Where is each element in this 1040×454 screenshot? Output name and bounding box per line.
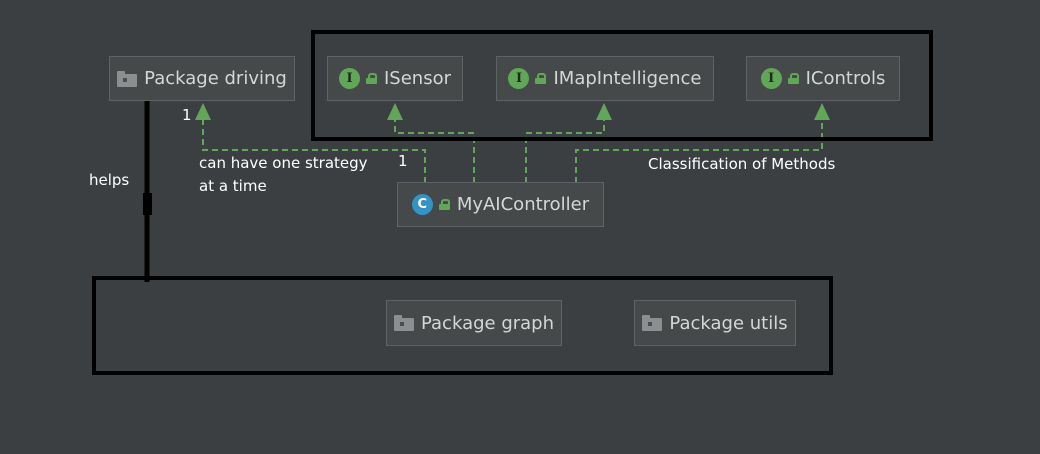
- package-graph-node[interactable]: Package graph: [386, 300, 562, 346]
- package-driving-label: Package driving: [144, 68, 287, 89]
- dependency-isensor: [394, 120, 475, 183]
- myaicontroller-label: MyAIController: [456, 194, 590, 215]
- interface-icon: I: [338, 68, 360, 89]
- package-driving-node[interactable]: Package driving: [109, 56, 295, 101]
- arrowhead-imapintelligence: [596, 103, 612, 120]
- arrowhead-driving: [195, 103, 211, 120]
- lock-icon: [535, 73, 547, 84]
- isensor-node[interactable]: I ISensor: [327, 56, 463, 101]
- interface-icon: I: [760, 68, 782, 89]
- folder-icon: [642, 315, 663, 331]
- imapintelligence-node[interactable]: I IMapIntelligence: [496, 56, 714, 101]
- folder-icon: [393, 315, 414, 331]
- arrowhead-icontrols: [814, 103, 830, 120]
- lock-icon: [438, 199, 450, 210]
- interfaces-group-frame: [311, 30, 933, 141]
- helps-label: helps: [89, 171, 130, 189]
- imapintelligence-label: IMapIntelligence: [553, 68, 702, 89]
- packages-group-frame: [92, 276, 833, 375]
- icontrols-node[interactable]: I IControls: [746, 56, 900, 101]
- class-icon: C: [411, 194, 433, 215]
- helps-line-joint: [143, 193, 152, 215]
- icontrols-label: IControls: [805, 68, 886, 89]
- multiplicity-controller: 1: [398, 152, 408, 170]
- lock-icon: [365, 73, 377, 84]
- classification-label: Classification of Methods: [648, 155, 836, 173]
- multiplicity-driving: 1: [182, 106, 192, 124]
- dependency-driving: [202, 120, 426, 183]
- interface-icon: I: [508, 68, 530, 89]
- package-utils-label: Package utils: [669, 312, 788, 334]
- strategy-note-line1: can have one strategy: [199, 154, 368, 172]
- package-graph-label: Package graph: [420, 312, 555, 334]
- arrowhead-isensor: [387, 103, 403, 120]
- package-utils-node[interactable]: Package utils: [634, 300, 796, 346]
- folder-icon: [117, 70, 138, 87]
- strategy-note-line2: at a time: [199, 177, 267, 195]
- myaicontroller-node[interactable]: C MyAIController: [397, 182, 604, 227]
- dependency-icontrols: [575, 120, 823, 183]
- dependency-imapintelligence: [525, 120, 605, 183]
- isensor-label: ISensor: [383, 68, 451, 89]
- lock-icon: [787, 73, 799, 84]
